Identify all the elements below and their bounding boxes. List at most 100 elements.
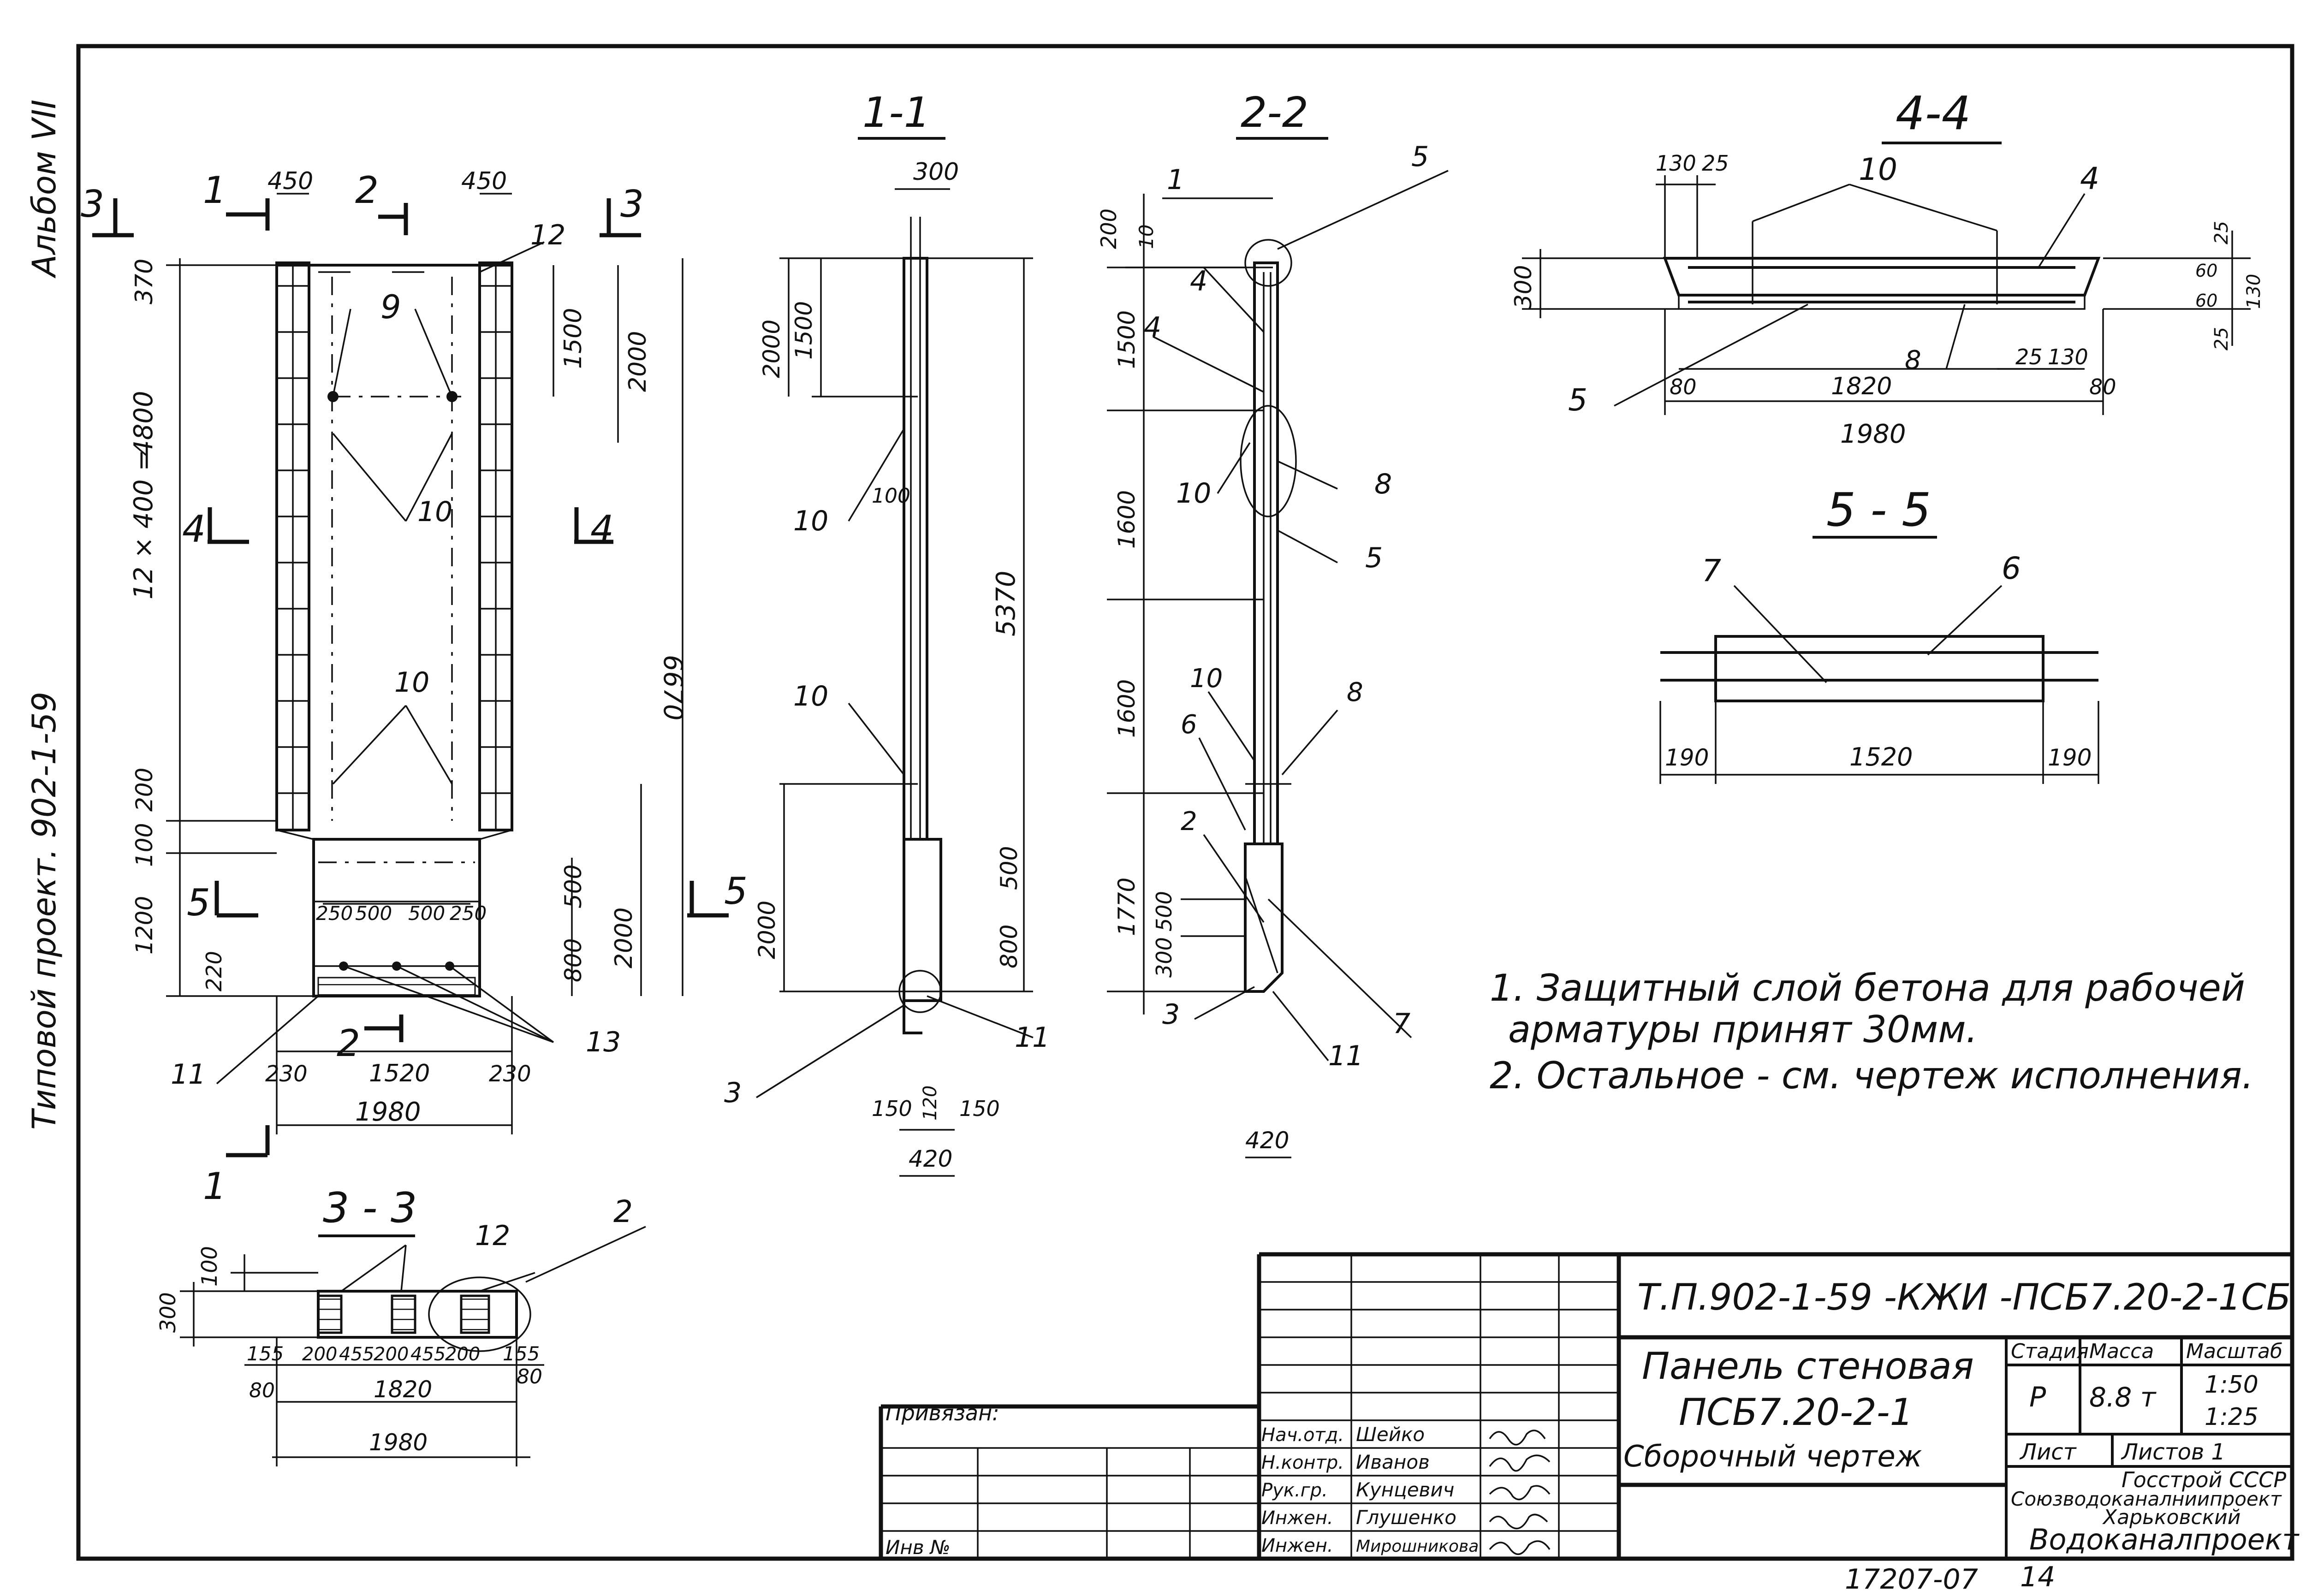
dim-500: 500 — [560, 865, 587, 908]
sec22-mark-10-a: 10 — [1176, 477, 1211, 510]
sec11-dim-420: 420 — [909, 1145, 952, 1172]
signature-0 — [1489, 1430, 1546, 1446]
document-code: Т.П.902-1-59 -КЖИ -ПСБ7.20-2-1СБ — [1637, 1277, 2291, 1318]
cut-mark-4-right: 4 — [590, 508, 614, 551]
title-block: Т.П.902-1-59 -КЖИ -ПСБ7.20-2-1СБ Привяза… — [879, 1252, 2300, 1596]
sheet-label: Лист — [2019, 1439, 2077, 1465]
org-line-1: Госстрой СССР — [2122, 1467, 2286, 1492]
section-4-4: 4-4 130 25 10 4 25 60 130 60 25 — [1510, 86, 2264, 449]
section-5-5-title: 5 - 5 — [1826, 483, 1931, 537]
sec22-mark-2: 2 — [1181, 807, 1197, 837]
name-3: Глушенко — [1356, 1506, 1456, 1529]
note-1a: 1. Защитный слой бетона для рабочей — [1490, 967, 2245, 1009]
org-line-2: Союзводоканалниипроект — [2011, 1488, 2282, 1510]
section-1-1-title: 1-1 — [862, 89, 930, 137]
footer-number: 14 — [2020, 1561, 2055, 1593]
mark-11: 11 — [171, 1058, 206, 1091]
sec44-dim-25-d: 25 — [2015, 344, 2043, 369]
mark-10-b: 10 — [394, 666, 429, 699]
cut-mark-3-right: 3 — [620, 183, 644, 225]
album-label: Альбом VII — [25, 100, 63, 279]
sec44-dim-1820: 1820 — [1831, 373, 1892, 400]
dim-220: 220 — [202, 951, 226, 991]
sec33-dim-455-a: 455 — [339, 1344, 374, 1365]
sec11-dim-500: 500 — [996, 846, 1022, 890]
name-1: Иванов — [1356, 1451, 1430, 1473]
org-line-4: Водоканалпроект — [2029, 1523, 2300, 1556]
sec44-dim-60-a: 60 — [2195, 261, 2217, 281]
org-line-3: Харьковский — [2102, 1506, 2241, 1529]
sec22-dim-10: 10 — [1135, 225, 1158, 249]
dim-450-right: 450 — [461, 167, 507, 195]
mark-13: 13 — [586, 1026, 621, 1058]
sec11-dim-1500: 1500 — [790, 301, 817, 360]
sec55-dim-190-b: 190 — [2048, 744, 2092, 771]
sec22-mark-8-b: 8 — [1347, 677, 1363, 707]
dim-500-a: 500 — [355, 902, 392, 925]
mark-9: 9 — [380, 288, 401, 326]
sec44-mark-5: 5 — [1568, 382, 1587, 418]
mass-value: 8.8 т — [2089, 1382, 2157, 1413]
sec11-dim-2000-b: 2000 — [754, 901, 780, 959]
dim-800: 800 — [560, 938, 587, 982]
sec44-dim-130-b: 130 — [2048, 344, 2088, 369]
sec55-mark-6: 6 — [2002, 551, 2021, 586]
scale-value-2: 1:25 — [2205, 1403, 2258, 1431]
note-1b: арматуры принят 30мм. — [1508, 1008, 1978, 1051]
sec33-dim-155-a: 155 — [247, 1342, 284, 1365]
stage-value: Р — [2029, 1381, 2046, 1413]
dim-2000-top: 2000 — [624, 331, 652, 392]
sec11-dim-2000: 2000 — [758, 320, 785, 378]
sec11-mark-11: 11 — [1015, 1021, 1050, 1054]
sec11-dim-120: 120 — [920, 1086, 941, 1121]
role-0: Нач.отд. — [1261, 1424, 1344, 1446]
sec33-dim-155-b: 155 — [503, 1342, 540, 1365]
sec44-dim-60-b: 60 — [2195, 291, 2217, 311]
sec44-dim-130: 130 — [1656, 151, 1696, 176]
sec22-mark-1: 1 — [1167, 164, 1184, 196]
mass-header: Масса — [2089, 1340, 2154, 1363]
sec33-dim-300: 300 — [155, 1292, 180, 1333]
cut-mark-2-bottom: 2 — [337, 1022, 360, 1065]
section-1-1: 1-1 300 2000 1500 100 5370 2000 500 800 … — [724, 89, 1050, 1177]
cut-mark-2-top: 2 — [355, 169, 379, 212]
role-3: Инжен. — [1261, 1507, 1333, 1529]
sec55-dim-190-a: 190 — [1665, 744, 1709, 771]
cut-mark-4-left: 4 — [182, 508, 206, 551]
sec33-dim-1820: 1820 — [374, 1376, 432, 1403]
section-2-2: 2-2 200 10 1500 — [1096, 89, 1449, 1158]
signature-1 — [1489, 1454, 1551, 1472]
sec11-dim-150-b: 150 — [959, 1096, 1000, 1121]
dim-370: 370 — [131, 259, 158, 304]
name-2: Кунцевич — [1356, 1478, 1454, 1501]
sec44-dim-25-a: 25 — [1702, 151, 1729, 176]
name-0: Шейко — [1356, 1423, 1425, 1446]
sec44-mark-4: 4 — [2080, 161, 2099, 196]
footer-code: 17207-07 — [1845, 1563, 1978, 1596]
dim-250-b: 250 — [450, 902, 487, 925]
sec33-dim-80-a: 80 — [249, 1379, 275, 1402]
sec33-dim-200-b: 200 — [374, 1344, 409, 1365]
sec22-mark-6: 6 — [1181, 710, 1197, 740]
cut-mark-5-right: 5 — [724, 870, 748, 913]
sec44-dim-300: 300 — [1510, 265, 1537, 309]
dim-1520: 1520 — [369, 1060, 430, 1087]
elevation-view: 3 1 2 3 4 4 5 5 1 2 450 450 370 12 × 400… — [81, 167, 748, 1208]
note-2: 2. Остальное - см. чертеж исполнения. — [1490, 1054, 2253, 1097]
sec11-dim-5370: 5370 — [991, 570, 1021, 636]
signature-2 — [1489, 1485, 1551, 1501]
sec11-mark-10-a: 10 — [793, 505, 828, 537]
dim-12x400: 12 × 400 = — [129, 450, 159, 599]
sec22-mark-11: 11 — [1328, 1040, 1363, 1072]
sec44-dim-25-c: 25 — [2211, 327, 2232, 350]
sec44-mark-10: 10 — [1859, 152, 1897, 187]
sec22-dim-1770: 1770 — [1113, 878, 1140, 936]
section-3-3: 3 - 3 100 300 12 2 155 200 455 200 455 2… — [155, 1184, 646, 1466]
bound-label: Привязан: — [886, 1400, 999, 1425]
sec33-dim-1980: 1980 — [369, 1429, 428, 1456]
cut-mark-1-top: 1 — [203, 169, 226, 212]
role-2: Рук.гр. — [1261, 1480, 1328, 1501]
sec22-mark-5-b: 5 — [1365, 542, 1383, 574]
role-4: Инжен. — [1261, 1535, 1333, 1556]
